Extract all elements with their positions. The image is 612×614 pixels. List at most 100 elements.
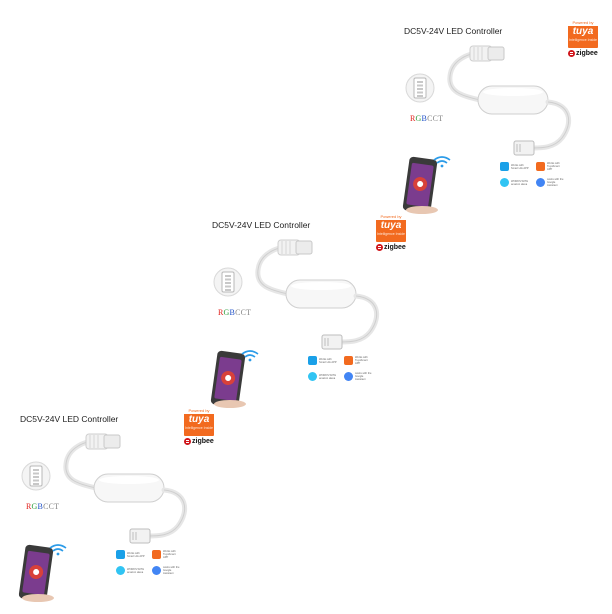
compat-text: works with the Google Assistant xyxy=(355,372,372,381)
rgbcct-letter: T xyxy=(438,114,444,123)
powered-by-label: Powered by xyxy=(568,20,598,26)
pin-header-inset xyxy=(21,461,51,491)
rgbcct-letter: B xyxy=(421,114,428,123)
zigbee-label: zigbee xyxy=(576,50,598,57)
tuya-logo-box: Powered by tuya Intelligence Inside xyxy=(568,20,598,48)
compat-item: WORKS WITH amazon alexa xyxy=(500,178,529,187)
google-assistant-icon xyxy=(536,178,545,187)
rgbcct-letter: C xyxy=(43,502,49,511)
rgbcct-letter: G xyxy=(223,308,230,317)
powered-by-label: Powered by xyxy=(376,214,406,220)
controller-body xyxy=(285,279,357,309)
compat-text: Works with TuyaSmart APP xyxy=(355,356,368,365)
tuya-subtitle: Intelligence Inside xyxy=(184,426,214,430)
rgbcct-letter: B xyxy=(37,502,44,511)
compat-text: WORKS WITH amazon alexa xyxy=(511,179,529,186)
tuya-logo: tuya xyxy=(572,26,594,37)
rgbcct-letter: C xyxy=(235,308,241,317)
compat-text: works with the Google Assistant xyxy=(547,178,564,187)
compat-text: WORKS WITH amazon alexa xyxy=(127,567,145,574)
tuya-logo: tuya xyxy=(380,220,402,231)
product-title: DC5V-24V LED Controller xyxy=(212,220,311,230)
google-assistant-icon xyxy=(152,566,161,575)
wifi-icon xyxy=(433,156,451,168)
compat-item: Works with Smart Life APP xyxy=(500,162,529,171)
compat-text: Works with TuyaSmart APP xyxy=(163,550,176,559)
zigbee-logo: zigbee xyxy=(376,244,406,251)
tuya-logo-box: Powered by tuya Intelligence Inside xyxy=(376,214,406,242)
rgbcct-letter: B xyxy=(229,308,236,317)
tuya-app-icon xyxy=(536,162,545,171)
product-title: DC5V-24V LED Controller xyxy=(20,414,119,424)
smart-life-icon xyxy=(308,356,317,365)
powered-by-label: Powered by xyxy=(184,408,214,414)
controller-body xyxy=(477,85,549,115)
compat-item: works with the Google Assistant xyxy=(344,372,373,381)
phone-illustration xyxy=(18,544,54,602)
compat-item: Works with TuyaSmart APP xyxy=(344,356,373,365)
alexa-icon xyxy=(500,178,509,187)
google-assistant-icon xyxy=(344,372,353,381)
controller-illustration xyxy=(210,239,380,408)
alexa-icon xyxy=(308,372,317,381)
smart-life-icon xyxy=(116,550,125,559)
rgbcct-letter: R xyxy=(218,308,224,317)
smart-life-icon xyxy=(500,162,509,171)
phone-illustration xyxy=(210,350,246,408)
dc-connector xyxy=(447,45,505,103)
rgbcct-letter: R xyxy=(26,502,32,511)
output-cable xyxy=(321,293,380,350)
controller-illustration xyxy=(18,433,188,602)
rgbcct-letter: T xyxy=(246,308,252,317)
zigbee-label: zigbee xyxy=(384,244,406,251)
product-panel-bottom: DC5V-24V LED Controller Powered by tuya … xyxy=(18,408,218,614)
zigbee-label: zigbee xyxy=(192,438,214,445)
pin-header-inset xyxy=(405,73,435,103)
pin-header-inset xyxy=(213,267,243,297)
tuya-logo: tuya xyxy=(188,414,210,425)
rgbcct-letter: T xyxy=(54,502,60,511)
compatibility-logos: Works with Smart Life APP Works with Tuya… xyxy=(500,162,570,202)
tuya-subtitle: Intelligence Inside xyxy=(376,232,406,236)
tuya-zigbee-badge: Powered by tuya Intelligence Inside zigb… xyxy=(376,214,406,256)
product-panel-top: DC5V-24V LED Controller Powered by tuya … xyxy=(402,20,602,226)
compat-text: Works with Smart Life APP xyxy=(127,551,145,558)
tuya-app-icon xyxy=(152,550,161,559)
zigbee-icon xyxy=(568,50,575,57)
rgbcct-letter: G xyxy=(31,502,38,511)
compat-text: works with the Google Assistant xyxy=(163,566,180,575)
tuya-zigbee-badge: Powered by tuya Intelligence Inside zigb… xyxy=(184,408,214,450)
zigbee-logo: zigbee xyxy=(568,50,598,57)
product-panel-middle: DC5V-24V LED Controller Powered by tuya … xyxy=(210,214,410,420)
tuya-subtitle: Intelligence Inside xyxy=(568,38,598,42)
compatibility-logos: Works with Smart Life APP Works with Tuya… xyxy=(308,356,378,396)
wifi-icon xyxy=(241,350,259,362)
product-title: DC5V-24V LED Controller xyxy=(404,26,503,36)
rgbcct-letter: C xyxy=(427,114,433,123)
compat-item: WORKS WITH amazon alexa xyxy=(116,566,145,575)
compat-item: Works with TuyaSmart APP xyxy=(536,162,565,171)
alexa-icon xyxy=(116,566,125,575)
rgbcct-label: RGBCCT xyxy=(26,502,59,511)
compat-item: Works with Smart Life APP xyxy=(116,550,145,559)
compat-text: Works with Smart Life APP xyxy=(319,357,337,364)
rgbcct-label: RGBCCT xyxy=(410,114,443,123)
phone-illustration xyxy=(402,156,438,214)
output-cable xyxy=(513,99,572,156)
rgbcct-letter: R xyxy=(410,114,416,123)
compatibility-logos: Works with Smart Life APP Works with Tuya… xyxy=(116,550,186,590)
rgbcct-letter: C xyxy=(240,308,247,317)
tuya-logo-box: Powered by tuya Intelligence Inside xyxy=(184,408,214,436)
compat-item: WORKS WITH amazon alexa xyxy=(308,372,337,381)
rgbcct-letter: G xyxy=(415,114,422,123)
compat-item: works with the Google Assistant xyxy=(536,178,565,187)
tuya-zigbee-badge: Powered by tuya Intelligence Inside zigb… xyxy=(568,20,598,62)
tuya-app-icon xyxy=(344,356,353,365)
compat-item: works with the Google Assistant xyxy=(152,566,181,575)
wifi-icon xyxy=(49,544,67,556)
output-cable xyxy=(129,487,188,544)
compat-item: Works with Smart Life APP xyxy=(308,356,337,365)
zigbee-icon xyxy=(184,438,191,445)
compat-text: Works with Smart Life APP xyxy=(511,163,529,170)
rgbcct-label: RGBCCT xyxy=(218,308,251,317)
